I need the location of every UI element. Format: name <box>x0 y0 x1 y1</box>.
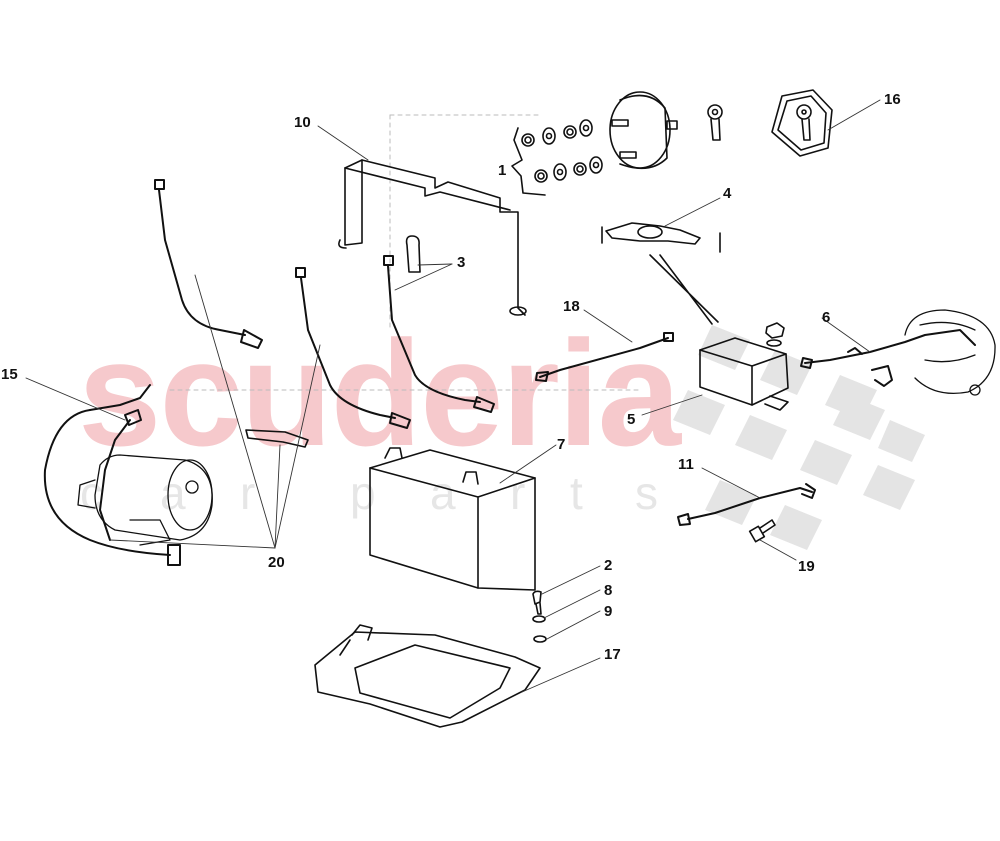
part-3-terminal-cap[interactable] <box>405 235 421 273</box>
watermark-letter: p <box>350 467 376 519</box>
part-16-hex-cover[interactable] <box>771 89 833 157</box>
callout-2[interactable]: 2 <box>604 557 613 574</box>
callout-16[interactable]: 16 <box>884 91 901 108</box>
watermark-letter: a <box>430 467 456 519</box>
callout-10[interactable]: 10 <box>294 114 311 131</box>
callout-20[interactable]: 20 <box>268 554 285 571</box>
part-11-cable[interactable] <box>677 483 816 526</box>
part-7-battery[interactable] <box>369 447 536 591</box>
callout-17[interactable]: 17 <box>604 646 621 663</box>
callout-18[interactable]: 18 <box>563 298 580 315</box>
watermark-letter: s <box>635 467 658 519</box>
part-3-cable[interactable] <box>383 255 495 413</box>
watermark-letter: r <box>240 467 256 519</box>
part-8-washer[interactable] <box>532 615 546 623</box>
watermark-brand: scuderia <box>78 309 681 477</box>
callout-7[interactable]: 7 <box>557 436 566 453</box>
callout-3[interactable]: 3 <box>457 254 466 271</box>
callout-9[interactable]: 9 <box>604 603 613 620</box>
starter-motor[interactable] <box>77 454 213 546</box>
callout-1[interactable]: 1 <box>498 162 507 179</box>
part-5-fuse-box[interactable] <box>699 322 789 411</box>
part-10-bracket[interactable] <box>338 159 527 316</box>
part-9-washer[interactable] <box>533 635 547 643</box>
part-1-nuts-washers[interactable] <box>511 119 603 196</box>
ring-terminal[interactable] <box>707 104 723 141</box>
part-2-screw[interactable] <box>532 590 542 615</box>
callout-6[interactable]: 6 <box>822 309 831 326</box>
alternator[interactable] <box>904 309 996 396</box>
part-4-fuse[interactable] <box>601 222 721 325</box>
watermark-letter: a <box>160 467 186 519</box>
callout-4[interactable]: 4 <box>723 185 732 202</box>
callout-11[interactable]: 11 <box>678 456 694 473</box>
watermark-letter: r <box>510 467 526 519</box>
watermark-letter: t <box>570 467 583 519</box>
part-relay[interactable] <box>609 91 678 170</box>
callout-5[interactable]: 5 <box>627 411 636 428</box>
part-6-cable[interactable] <box>800 329 976 387</box>
part-20-strap[interactable] <box>245 429 309 448</box>
callout-8[interactable]: 8 <box>604 582 613 599</box>
leader-lines <box>25 99 881 693</box>
part-20-cable-left[interactable] <box>154 179 263 349</box>
part-15-starter-cable[interactable] <box>43 384 181 566</box>
part-20-cable-middle[interactable] <box>295 267 411 429</box>
part-17-tray[interactable] <box>314 624 541 728</box>
part-18-cable[interactable] <box>535 332 674 382</box>
callout-19[interactable]: 19 <box>798 558 815 575</box>
part-19-screw[interactable] <box>748 519 776 543</box>
callout-15[interactable]: 15 <box>1 366 18 383</box>
